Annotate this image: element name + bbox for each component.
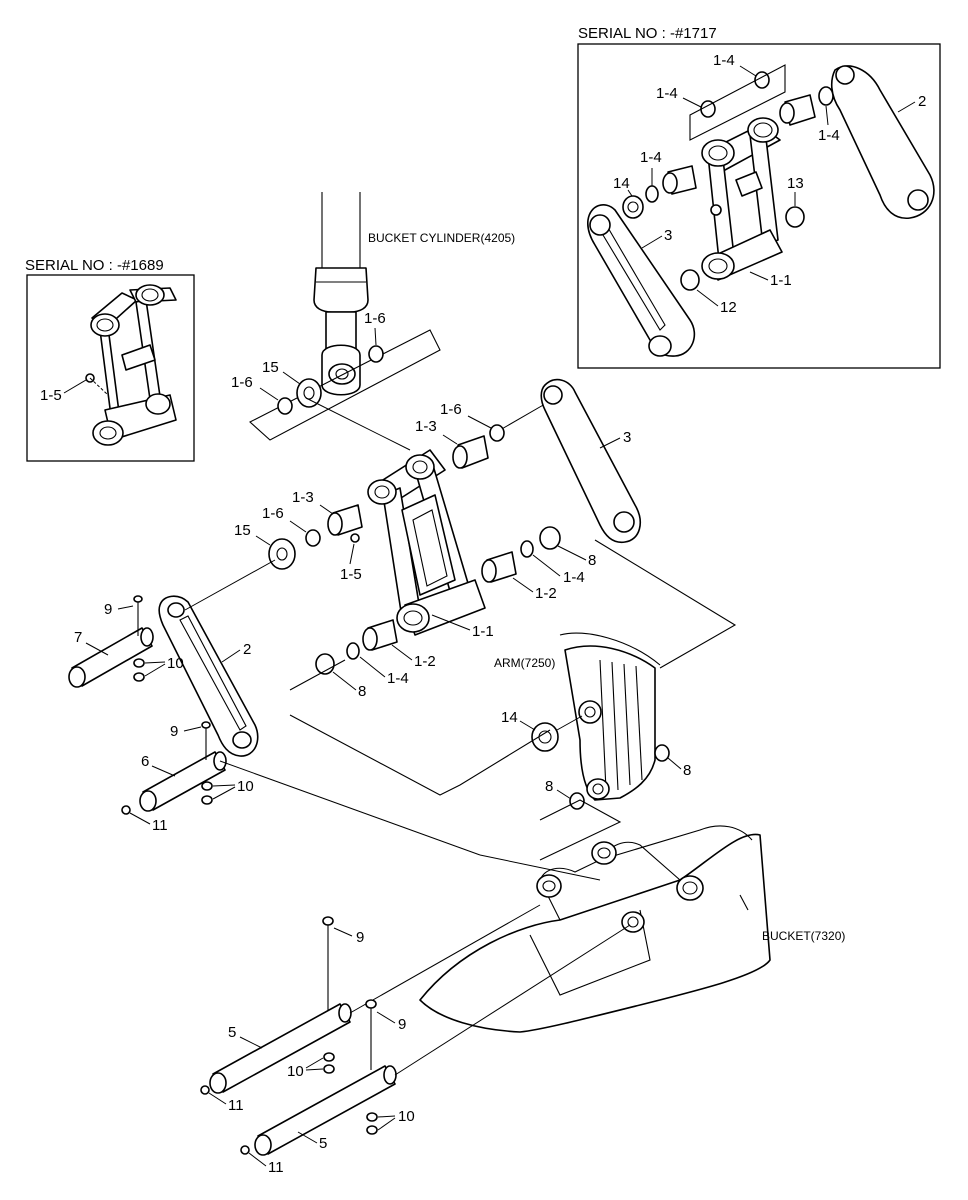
plane-arm-upper — [594, 539, 737, 669]
arm-drawing — [559, 632, 661, 801]
callout-5-upper: 5 — [228, 1024, 236, 1041]
callout-13-inset: 13 — [787, 175, 804, 192]
plane-arm-lower — [539, 799, 622, 861]
plate-3-main — [540, 378, 641, 544]
callout-9-pin6: 9 — [170, 723, 178, 740]
link-drawing-inset — [701, 117, 783, 281]
callout-1-4-right: 1-4 — [563, 569, 585, 586]
callout-1-6-mid: 1-6 — [262, 505, 284, 522]
callout-10-pin7: 10 — [167, 655, 184, 672]
plane-cylinder-pins — [249, 329, 441, 441]
callout-1-4-d: 1-4 — [640, 149, 662, 166]
callout-8-right: 8 — [588, 552, 596, 569]
callout-12-inset: 12 — [720, 299, 737, 316]
callout-8-left: 8 — [358, 683, 366, 700]
callout-6: 6 — [141, 753, 149, 770]
callout-1-4-left: 1-4 — [387, 670, 409, 687]
callout-15-mid: 15 — [234, 522, 251, 539]
callout-1-2-left: 1-2 — [414, 653, 436, 670]
callout-8-arm-right: 8 — [683, 762, 691, 779]
bucket-drawing — [419, 825, 771, 1033]
callout-14-arm: 14 — [501, 709, 518, 726]
callout-8-arm-low: 8 — [545, 778, 553, 795]
callout-9-pin5-lower: 9 — [398, 1016, 406, 1033]
callout-1-4-b: 1-4 — [656, 85, 678, 102]
inset-right-serial: SERIAL NO : -#1717 — [578, 25, 717, 42]
callout-11-pin6: 11 — [152, 817, 168, 834]
callout-1-3-lower: 1-3 — [292, 489, 314, 506]
inset-left-frame — [26, 274, 195, 462]
callout-10-pin5-lower: 10 — [398, 1108, 415, 1125]
caption-bucket: BUCKET(7320) — [762, 929, 845, 943]
callout-1-1-inset: 1-1 — [770, 272, 792, 289]
link-drawing-main — [367, 449, 486, 636]
callout-1-6-right-upper: 1-6 — [440, 401, 462, 418]
callout-11-pin5-upper: 11 — [228, 1097, 244, 1114]
callout-14-inset: 14 — [613, 175, 630, 192]
callout-1-5-inset: 1-5 — [40, 387, 62, 404]
plane-pin6 — [289, 714, 551, 796]
callout-15-top: 15 — [262, 359, 279, 376]
pin-7-drawing — [68, 595, 154, 688]
callout-1-1-main: 1-1 — [472, 623, 494, 640]
callout-9-pin5-upper: 9 — [356, 929, 364, 946]
callout-2-inset: 2 — [918, 93, 926, 110]
callout-1-4-a: 1-4 — [713, 52, 735, 69]
callout-3-inset: 3 — [664, 227, 672, 244]
caption-arm: ARM(7250) — [494, 656, 555, 670]
bucket-cylinder-drawing — [313, 192, 369, 396]
inset-right: SERIAL NO : -#1717 — [577, 25, 941, 369]
callout-2-main: 2 — [243, 641, 251, 658]
plane-lower-link — [289, 659, 346, 691]
callout-1-4-c: 1-4 — [818, 127, 840, 144]
callout-10-pin5-upper: 10 — [287, 1063, 304, 1080]
inset-left-serial: SERIAL NO : -#1689 — [25, 257, 164, 274]
inset-left: SERIAL NO : -#1689 1-5 — [25, 257, 195, 462]
callout-1-3-upper: 1-3 — [415, 418, 437, 435]
callout-10-pin6: 10 — [237, 778, 254, 795]
pin-6-drawing — [121, 721, 227, 815]
plate-2-main — [158, 595, 259, 757]
pin-5-upper-drawing — [200, 904, 541, 1095]
callout-5-lower: 5 — [319, 1135, 327, 1152]
callout-1-2-right: 1-2 — [535, 585, 557, 602]
caption-bucket-cylinder: BUCKET CYLINDER(4205) — [368, 231, 515, 245]
callout-1-5-main: 1-5 — [340, 566, 362, 583]
callout-1-6-top-left: 1-6 — [231, 374, 253, 391]
callout-9-pin7: 9 — [104, 601, 112, 618]
pin-5-lower-drawing — [240, 924, 631, 1156]
inset-right-frame — [577, 43, 941, 369]
callout-3-main: 3 — [623, 429, 631, 446]
callout-11-pin5-lower: 11 — [268, 1159, 284, 1176]
callout-1-6-cyl-top: 1-6 — [364, 310, 386, 327]
callout-7: 7 — [74, 629, 82, 646]
link-drawing-small — [85, 284, 177, 446]
